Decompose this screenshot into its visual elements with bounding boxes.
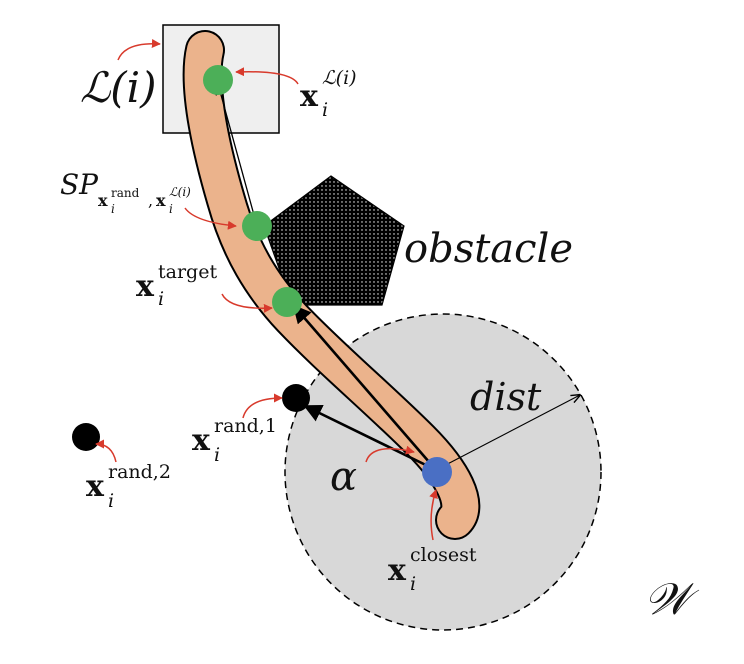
rand1-node [282, 384, 310, 412]
alpha-label-arrow [365, 445, 415, 463]
region-node-label-arrow [235, 67, 299, 85]
sp-label-sub-a-sub: i [111, 202, 115, 216]
midpoint-node [242, 211, 272, 241]
rand2-node [72, 423, 100, 451]
region-label-arrow [117, 39, 161, 61]
obstacle-pentagon [263, 175, 405, 306]
rand2-node-label: x [86, 469, 105, 504]
closest-node-label-sub: i [410, 573, 416, 595]
sp-label-sub-b-sub: i [169, 202, 173, 216]
dist-arrow [435, 395, 580, 471]
region-label: ℒ(i) [80, 63, 156, 112]
target-node-label-sup: target [158, 261, 217, 283]
sp-label-main: SP [60, 168, 99, 201]
rand1-label-arrow [242, 393, 283, 419]
rand1-node-label: x [192, 423, 211, 458]
sp-label-arrow [184, 207, 237, 230]
sp-label-sub-b: x [156, 191, 166, 210]
closest-node-label-sup: closest [410, 544, 477, 566]
closest-label-arrow [429, 489, 438, 541]
target-arrow [292, 304, 437, 471]
sp-label-sub-a: x [98, 191, 108, 210]
rand1-node-label-sub: i [214, 444, 220, 466]
target-node-label: x [136, 269, 155, 304]
region-node [203, 65, 233, 95]
dist-label: dist [470, 375, 542, 419]
sp-label-sub-b-sup: ℒ(i) [169, 185, 191, 199]
rand2-node-label-sup: rand,2 [108, 461, 171, 483]
workspace-label: 𝒲 [644, 574, 700, 625]
closest-node-label: x [388, 553, 407, 588]
target-node [272, 287, 302, 317]
rand2-node-label-sub: i [108, 490, 114, 512]
target-node-label-sub: i [158, 288, 164, 310]
alpha-label: α [330, 454, 357, 500]
rand1-arrow [303, 404, 437, 472]
sp-label-sub-a-sup: rand [111, 186, 140, 200]
region-node-label-sub: i [322, 99, 328, 121]
rand2-label-arrow [95, 439, 117, 463]
obstacle-label: obstacle [404, 226, 573, 272]
closest-node [422, 457, 452, 487]
shortest-path-arrow [218, 84, 258, 227]
region-node-label: x [300, 79, 319, 114]
rand1-node-label-sup: rand,1 [214, 415, 277, 437]
region-node-label-sup: ℒ(i) [322, 67, 357, 89]
sp-label-sub-sep: , [148, 191, 153, 210]
target-label-arrow [221, 293, 273, 313]
